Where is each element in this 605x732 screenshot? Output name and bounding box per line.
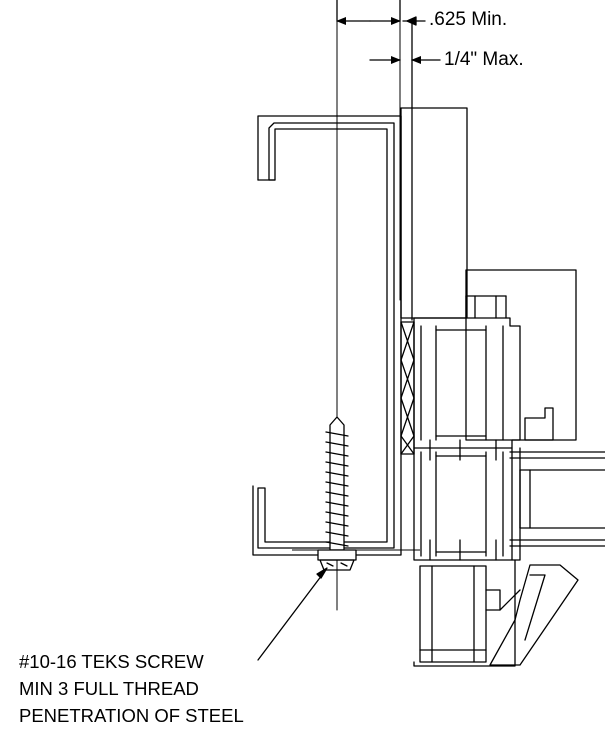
teks-screw	[317, 416, 357, 571]
shim-block	[400, 107, 577, 441]
note-line-1: #10-16 TEKS SCREW	[19, 651, 204, 672]
shim-hatch	[400, 321, 415, 455]
dimension-label-quarter: 1/4" Max.	[444, 49, 524, 70]
note-line-2: MIN 3 FULL THREAD	[19, 678, 199, 699]
steel-c-stud	[252, 115, 402, 556]
glass-unit	[509, 451, 605, 547]
glazing-stop	[489, 407, 579, 666]
aluminum-frame	[413, 295, 521, 667]
dimension-quarter-max	[369, 19, 441, 321]
screw-callout-note: #10-16 TEKS SCREW MIN 3 FULL THREAD PENE…	[19, 648, 244, 729]
screw-leader	[257, 567, 328, 661]
dimension-label-625: .625 Min.	[429, 9, 508, 30]
note-line-3: PENETRATION OF STEEL	[19, 705, 244, 726]
